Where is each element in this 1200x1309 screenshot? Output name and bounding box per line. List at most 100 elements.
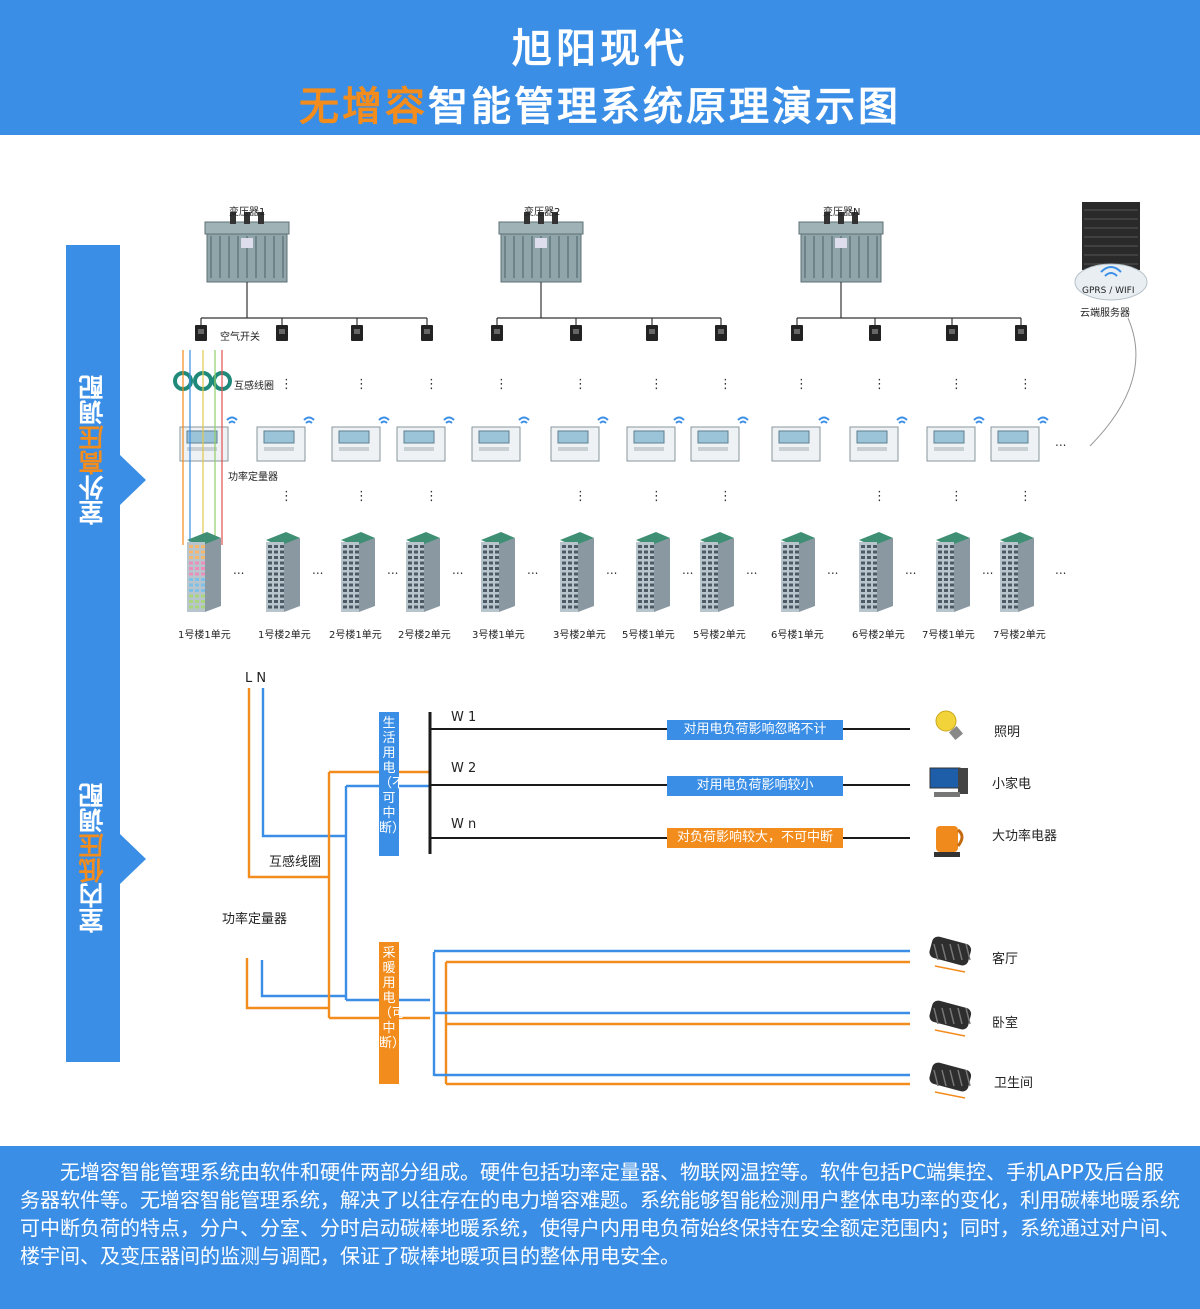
vertical-dots: ⋮ bbox=[280, 377, 293, 392]
heater-rib bbox=[957, 1069, 963, 1087]
building-window bbox=[944, 578, 948, 581]
company-title: 旭阳现代 bbox=[512, 26, 688, 72]
building-window bbox=[867, 600, 871, 603]
unit-label: 1号楼1单元 bbox=[178, 630, 231, 641]
ellipsis-text: ... bbox=[452, 563, 463, 577]
building-window bbox=[1008, 545, 1012, 548]
building-window bbox=[189, 556, 193, 559]
building-window bbox=[714, 545, 718, 548]
meter-screen bbox=[557, 430, 589, 444]
bulb-base bbox=[948, 725, 964, 741]
air-switch-lever bbox=[1018, 329, 1024, 334]
meter-screen bbox=[697, 430, 729, 444]
building-window bbox=[483, 567, 487, 570]
building-window bbox=[789, 589, 793, 592]
building-window bbox=[1014, 561, 1018, 565]
building-window bbox=[708, 594, 712, 598]
building-window bbox=[495, 594, 499, 598]
building-window bbox=[1014, 556, 1018, 559]
air-switch-icon bbox=[791, 325, 803, 341]
building-window bbox=[867, 567, 871, 570]
kettle-body bbox=[936, 826, 958, 852]
air-switch-lever bbox=[494, 329, 500, 334]
building-window bbox=[638, 567, 642, 570]
building-window bbox=[574, 550, 578, 554]
room-bath-label: 卫生间 bbox=[994, 1076, 1034, 1091]
building-window bbox=[714, 561, 718, 565]
building-window bbox=[562, 583, 566, 587]
building-window bbox=[201, 605, 205, 609]
building-window bbox=[702, 594, 706, 598]
transformer-bushing bbox=[838, 212, 844, 224]
building-window bbox=[1008, 605, 1012, 609]
power-meter-icon bbox=[849, 416, 908, 462]
computer-icon bbox=[929, 767, 968, 797]
meter-panel bbox=[934, 447, 964, 451]
wifi-icon bbox=[673, 416, 685, 421]
building-window bbox=[867, 550, 871, 554]
building-window bbox=[420, 556, 424, 559]
building-window bbox=[489, 578, 493, 581]
building-window bbox=[861, 605, 865, 609]
building-window bbox=[489, 567, 493, 570]
kettle-handle bbox=[956, 828, 964, 847]
building-window bbox=[495, 545, 499, 548]
building-window bbox=[414, 561, 418, 565]
wifi-icon bbox=[1100, 266, 1122, 273]
building-window bbox=[644, 578, 648, 581]
building-window bbox=[574, 583, 578, 587]
building-window bbox=[489, 589, 493, 592]
building-window bbox=[795, 589, 799, 592]
building-window bbox=[873, 578, 877, 581]
building-window bbox=[574, 605, 578, 609]
vertical-dots: ⋮ bbox=[355, 489, 368, 504]
building-window bbox=[495, 583, 499, 587]
note-big-box: 对负荷影响较大，不可中断 bbox=[667, 828, 843, 848]
building-window bbox=[789, 561, 793, 565]
building-window bbox=[702, 561, 706, 565]
building-window bbox=[944, 605, 948, 609]
building-window bbox=[638, 572, 642, 576]
wifi-icon bbox=[737, 416, 749, 421]
outdoor-arrow bbox=[120, 455, 146, 505]
building-window bbox=[873, 556, 877, 559]
building-window bbox=[568, 594, 572, 598]
building-window bbox=[268, 556, 272, 559]
building-window bbox=[795, 605, 799, 609]
meter-screen bbox=[403, 430, 435, 444]
building-window bbox=[495, 550, 499, 554]
building-window bbox=[414, 572, 418, 576]
building-window bbox=[201, 600, 205, 603]
unit-label: 1号楼2单元 bbox=[258, 630, 311, 641]
note-small-box: 对用电负荷影响较小 bbox=[667, 776, 843, 796]
meter-panel bbox=[264, 447, 294, 451]
building-window bbox=[195, 572, 199, 576]
building-window bbox=[783, 561, 787, 565]
wifi-icon bbox=[818, 416, 830, 421]
building-icon bbox=[266, 532, 300, 612]
building-window bbox=[950, 567, 954, 570]
vertical-dots: ⋮ bbox=[650, 489, 663, 504]
building-window bbox=[355, 561, 359, 565]
building-window bbox=[189, 572, 193, 576]
heater-rib bbox=[957, 943, 963, 961]
unit-label: 6号楼2单元 bbox=[852, 630, 905, 641]
power-meter-icon bbox=[396, 416, 455, 462]
indoor-ct-coil-label: 互感线圈 bbox=[269, 855, 322, 870]
building-window bbox=[873, 589, 877, 592]
building-window bbox=[867, 589, 871, 592]
device-big-label: 大功率电器 bbox=[992, 829, 1058, 844]
building-icon bbox=[481, 532, 515, 612]
building-window bbox=[638, 605, 642, 609]
wifi-icon bbox=[739, 420, 747, 424]
building-window bbox=[355, 550, 359, 554]
building-window bbox=[574, 556, 578, 559]
building-window bbox=[355, 583, 359, 587]
heater-rib bbox=[965, 1007, 971, 1025]
wifi-icon bbox=[228, 420, 236, 424]
building-window bbox=[650, 550, 654, 554]
building-window bbox=[714, 583, 718, 587]
building-window bbox=[568, 561, 572, 565]
building-window bbox=[938, 545, 942, 548]
computer-tower bbox=[958, 768, 968, 794]
